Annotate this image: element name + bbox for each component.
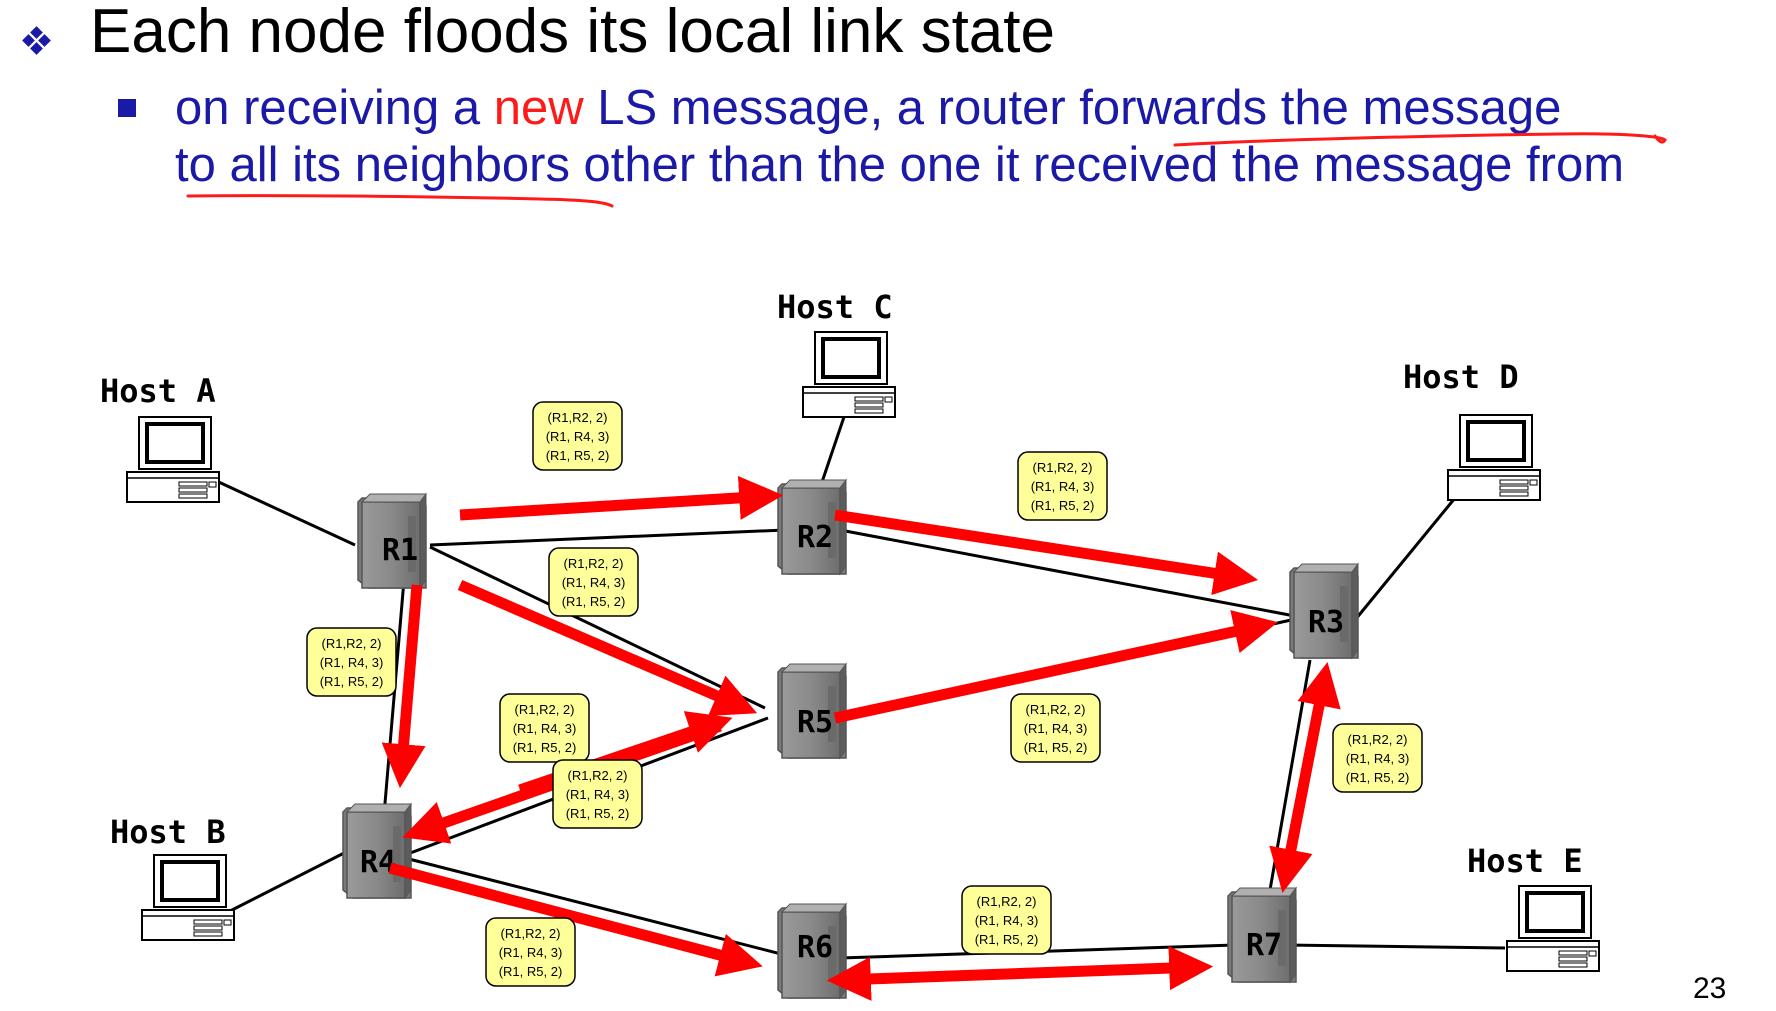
square-bullet-icon — [118, 99, 136, 117]
host-e-label: Host E — [1467, 842, 1583, 880]
host-c: Host C — [777, 288, 897, 419]
ls-entry: (R1, R4, 3) — [513, 721, 577, 736]
router-r1-label: R1 — [382, 533, 418, 568]
arrow-r5-r3 — [833, 610, 1278, 724]
bullet-text-part: LS message, a router forwards the messag… — [583, 81, 1562, 135]
ls-entry: (R1, R5, 2) — [566, 806, 630, 821]
diamond-bullet-icon — [22, 26, 51, 55]
ls-entry: (R1, R4, 3) — [1024, 721, 1088, 736]
host-e: Host E — [1467, 842, 1601, 973]
ls-message-box: (R1,R2, 2) (R1, R4, 3) (R1, R5, 2) — [499, 693, 590, 763]
router-r7-label: R7 — [1246, 928, 1282, 963]
ls-entry: (R1, R5, 2) — [513, 740, 577, 755]
ls-entry: (R1,R2, 2) — [564, 556, 624, 571]
ls-message-box: (R1,R2, 2) (R1, R4, 3) (R1, R5, 2) — [548, 547, 639, 617]
host-a-label: Host A — [100, 372, 216, 410]
ls-entry: (R1, R5, 2) — [975, 932, 1039, 947]
ls-entry: (R1, R4, 3) — [566, 787, 630, 802]
router-r7: R7 — [1227, 887, 1297, 983]
host-c-label: Host C — [777, 288, 893, 326]
router-r1: R1 — [357, 493, 427, 589]
router-r5-label: R5 — [797, 705, 833, 740]
router-r6: R6 — [777, 903, 847, 999]
ls-message-box: (R1,R2, 2) (R1, R4, 3) (R1, R5, 2) — [1017, 451, 1108, 521]
ls-entry: (R1, R5, 2) — [1346, 770, 1410, 785]
arrow-r1-r5 — [457, 579, 758, 716]
slide-title: Each node floods its local link state — [90, 0, 1055, 66]
ls-entry: (R1,R2, 2) — [515, 702, 575, 717]
ls-entry: (R1, R5, 2) — [562, 594, 626, 609]
underline-neighbors — [186, 194, 614, 208]
underline-forwards — [1173, 132, 1667, 147]
ls-entry: (R1,R2, 2) — [1033, 460, 1093, 475]
ls-entry: (R1,R2, 2) — [568, 768, 628, 783]
handwritten-underlines — [186, 132, 1667, 208]
ls-entry: (R1, R4, 3) — [1346, 751, 1410, 766]
host-a: Host A — [100, 372, 221, 504]
ls-entry: (R1,R2, 2) — [1026, 702, 1086, 717]
ls-entry: (R1, R5, 2) — [1031, 498, 1095, 513]
ls-entry: (R1, R4, 3) — [499, 945, 563, 960]
ls-message-box: (R1,R2, 2) (R1, R4, 3) (R1, R5, 2) — [532, 401, 623, 471]
arrow-r6-r7 — [826, 946, 1214, 1001]
bullet-text-part: on receiving a — [175, 81, 494, 135]
ls-message-box: (R1,R2, 2) (R1, R4, 3) (R1, R5, 2) — [961, 885, 1052, 955]
ls-entry: (R1, R4, 3) — [562, 575, 626, 590]
host-b: Host B — [110, 813, 236, 942]
host-d: Host D — [1403, 358, 1542, 502]
ls-message-box: (R1,R2, 2) (R1, R4, 3) (R1, R5, 2) — [552, 759, 643, 829]
ls-message-box: (R1,R2, 2) (R1, R4, 3) (R1, R5, 2) — [485, 917, 576, 987]
page-number: 23 — [1693, 972, 1727, 1005]
ls-entry: (R1, R4, 3) — [1031, 479, 1095, 494]
host-b-label: Host B — [110, 813, 226, 851]
ls-entry: (R1, R5, 2) — [546, 448, 610, 463]
ls-entry: (R1,R2, 2) — [977, 894, 1037, 909]
arrow-r2-r3 — [834, 509, 1259, 596]
ls-entry: (R1, R4, 3) — [320, 655, 384, 670]
ls-entry: (R1, R4, 3) — [975, 913, 1039, 928]
ls-message-box: (R1,R2, 2) (R1, R4, 3) (R1, R5, 2) — [1332, 723, 1423, 793]
router-r6-label: R6 — [797, 930, 833, 965]
bullet-text-line2: to all its neighbors other than the one … — [175, 138, 1625, 192]
ls-entry: (R1, R5, 2) — [499, 964, 563, 979]
arrow-r3-r7 — [1269, 662, 1341, 893]
ls-message-box: (R1,R2, 2) (R1, R4, 3) (R1, R5, 2) — [306, 627, 397, 697]
flood-arrows — [381, 475, 1341, 1001]
new-highlight: new — [493, 81, 584, 135]
router-r5: R5 — [777, 663, 847, 759]
ls-message-box: (R1,R2, 2) (R1, R4, 3) (R1, R5, 2) — [1010, 693, 1101, 763]
arrow-r1-r4 — [381, 584, 426, 789]
ls-entry: (R1, R4, 3) — [546, 429, 610, 444]
arrow-r1-r2 — [459, 475, 784, 521]
router-r3-label: R3 — [1308, 605, 1344, 640]
arrow-r4-r6 — [388, 862, 763, 977]
ls-entry: (R1,R2, 2) — [501, 926, 561, 941]
ls-entry: (R1,R2, 2) — [548, 410, 608, 425]
router-r3: R3 — [1289, 563, 1359, 659]
ls-entry: (R1, R5, 2) — [320, 674, 384, 689]
host-d-label: Host D — [1403, 358, 1519, 396]
router-r2: R2 — [777, 479, 847, 575]
ls-entry: (R1, R5, 2) — [1024, 740, 1088, 755]
router-r2-label: R2 — [797, 520, 833, 555]
router-r4: R4 — [342, 803, 412, 899]
ls-entry: (R1,R2, 2) — [1348, 732, 1408, 747]
ls-entry: (R1,R2, 2) — [322, 636, 382, 651]
router-r4-label: R4 — [360, 845, 396, 880]
bullet-text-line1: on receiving a new LS message, a router … — [175, 80, 1561, 136]
